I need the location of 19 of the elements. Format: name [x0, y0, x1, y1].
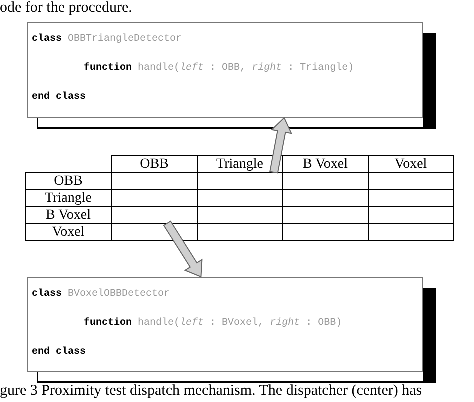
column-header: Voxel [368, 156, 454, 172]
row-header: OBB [26, 172, 112, 190]
code-line: end class [32, 346, 88, 360]
row-header: B Voxel [26, 206, 112, 224]
code-line: function handle(left : BVoxel, right : OBB) [83, 317, 344, 331]
code-line: function handle(left : OBB, right : Triangle) [83, 62, 356, 76]
code-line: end class [32, 91, 88, 105]
block-arrow [270, 117, 292, 174]
column-header: OBB [112, 156, 198, 172]
caption: gure 3 Proximity test dispatch mechanism. The dispatcher (center) has [0, 383, 422, 400]
code-line: class BVoxelOBBDetector [32, 288, 172, 302]
column-header: B Voxel [282, 156, 368, 172]
code-line: class OBBTriangleDetector [32, 33, 184, 47]
code-box [27, 22, 423, 118]
body-text: ode for the procedure. [0, 0, 132, 17]
code-box [27, 277, 423, 372]
row-header: Voxel [26, 224, 112, 240]
block-arrow [163, 220, 203, 278]
row-header: Triangle [26, 190, 112, 206]
